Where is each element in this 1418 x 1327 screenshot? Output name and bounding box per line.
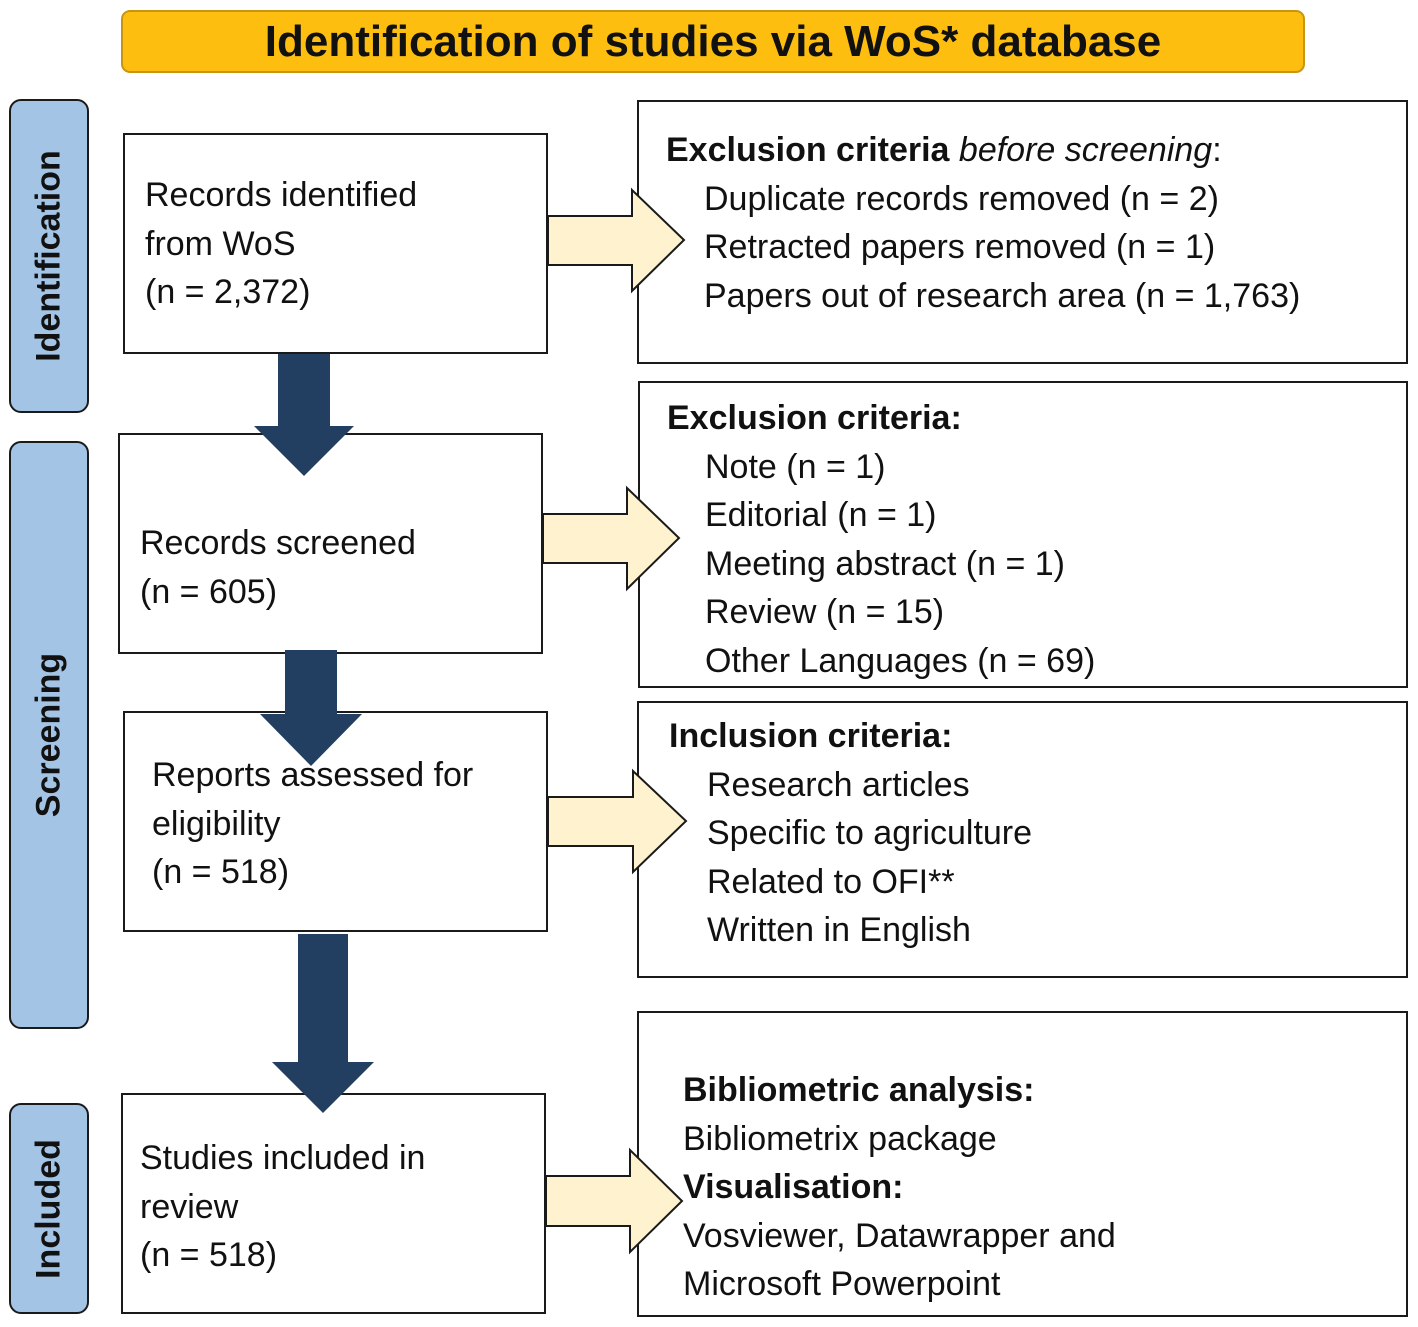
bibliometric-analysis-box: Bibliometric analysis: Bibliometrix pack…: [637, 1011, 1408, 1317]
reports-assessed-box: Reports assessed for eligibility (n = 51…: [123, 711, 548, 932]
records-identified-line2: from WoS: [145, 224, 296, 263]
exclusion-before-heading: Exclusion criteria before screening:: [666, 131, 1222, 169]
studies-included-box: Studies included in review (n = 518): [121, 1093, 546, 1314]
inclusion-heading: Inclusion criteria:: [669, 717, 953, 755]
exclusion-before-item: Papers out of research area (n = 1,763): [704, 276, 1301, 315]
reports-assessed-count: (n = 518): [152, 853, 290, 891]
inclusion-criteria-box: Inclusion criteria: Research articles Sp…: [637, 701, 1408, 978]
exclusion-before-screening-box: Exclusion criteria before screening: Dup…: [637, 100, 1408, 364]
exclusion-criteria-box: Exclusion criteria: Note (n = 1) Editori…: [638, 381, 1408, 688]
inclusion-item: Specific to agriculture: [707, 814, 1033, 852]
visualisation-heading: Visualisation:: [683, 1168, 904, 1206]
visualisation-tools-line1: Vosviewer, Datawrapper and: [683, 1216, 1116, 1255]
records-identified-line1: Records identified: [145, 176, 418, 214]
studies-included-line2: review: [140, 1187, 239, 1226]
analysis-heading: Bibliometric analysis:: [683, 1071, 1035, 1109]
down-arrow-identified-to-screened: [254, 354, 354, 476]
exclusion-item: Note (n = 1): [705, 447, 886, 486]
records-screened-box: Records screened (n = 605): [118, 433, 543, 654]
inclusion-item: Written in English: [707, 911, 971, 949]
exclusion-heading: Exclusion criteria:: [667, 399, 962, 437]
down-arrow-assessed-to-included: [272, 934, 374, 1113]
phase-identification: Identification: [9, 99, 89, 413]
exclusion-item: Review (n = 15): [705, 593, 945, 631]
diagram-title: Identification of studies via WoS* datab…: [121, 10, 1305, 73]
records-identified-count: (n = 2,372): [145, 273, 311, 311]
studies-included-line1: Studies included in: [140, 1139, 426, 1177]
inclusion-item: Related to OFI**: [707, 862, 955, 901]
down-arrow-screened-to-assessed: [260, 650, 362, 766]
right-arrow-to-inclusion: [547, 768, 688, 875]
right-arrow-to-exclusion: [542, 485, 681, 592]
exclusion-item: Other Languages (n = 69): [705, 641, 1096, 680]
right-arrow-to-analysis: [545, 1147, 684, 1255]
reports-assessed-line2: eligibility: [152, 804, 281, 843]
records-screened-count: (n = 605): [140, 572, 278, 611]
phase-included: Included: [9, 1103, 89, 1314]
exclusion-before-item: Retracted papers removed (n = 1): [704, 228, 1216, 266]
exclusion-item: Meeting abstract (n = 1): [705, 544, 1066, 583]
phase-screening: Screening: [9, 441, 89, 1029]
exclusion-item: Editorial (n = 1): [705, 496, 937, 534]
right-arrow-to-exclusion-before: [547, 187, 686, 294]
inclusion-item: Research articles: [707, 765, 970, 804]
studies-included-count: (n = 518): [140, 1236, 278, 1274]
analysis-tool: Bibliometrix package: [683, 1119, 997, 1158]
visualisation-tools-line2: Microsoft Powerpoint: [683, 1265, 1001, 1303]
records-identified-box: Records identified from WoS (n = 2,372): [123, 133, 548, 354]
exclusion-before-item: Duplicate records removed (n = 2): [704, 179, 1219, 218]
records-screened-line1: Records screened: [140, 524, 416, 562]
